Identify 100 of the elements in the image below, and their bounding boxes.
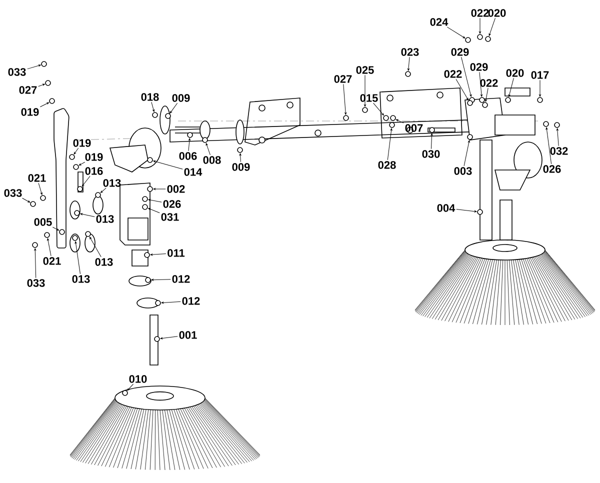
washer [95, 192, 101, 198]
leader-line [488, 18, 496, 36]
callout-number: 028 [378, 161, 396, 169]
callout-number: 021 [43, 257, 61, 265]
washer [142, 204, 148, 210]
leader-line [239, 153, 242, 162]
leader-line [546, 127, 552, 164]
leader-line [22, 198, 30, 203]
callout-number: 033 [4, 189, 22, 197]
washer [142, 196, 148, 202]
washer [343, 115, 349, 121]
leader-line [100, 188, 106, 193]
washer [85, 231, 91, 237]
callout-number: 013 [96, 215, 114, 223]
leader-line [396, 119, 404, 124]
washer [467, 100, 473, 106]
callout-number: 022 [471, 9, 489, 17]
callout-number: 010 [129, 375, 147, 383]
callout-number: 002 [167, 185, 185, 193]
leader-line [52, 226, 60, 231]
leader-line [80, 213, 95, 218]
leader-line [508, 78, 514, 97]
callout-number: 027 [334, 75, 352, 83]
callout-number: 017 [531, 71, 549, 79]
callout-number: 030 [422, 150, 440, 158]
callout-number: 019 [85, 153, 103, 161]
callout-number: 020 [488, 9, 506, 17]
washer [383, 115, 389, 121]
leader-line [464, 140, 470, 166]
callout-number: 003 [454, 167, 472, 175]
leader-line [38, 84, 45, 87]
leader-line [343, 84, 347, 115]
leader-line [27, 64, 41, 70]
callout-number: 015 [360, 94, 378, 102]
leader-line [160, 336, 178, 340]
callout-number: 033 [8, 68, 26, 76]
leader-line [364, 74, 366, 107]
washer [72, 235, 78, 241]
leader-line [170, 102, 178, 114]
callout-number: 023 [401, 48, 419, 56]
washer [147, 186, 153, 192]
callout-number: 012 [172, 275, 190, 283]
washer [44, 232, 50, 238]
leader-line [127, 384, 134, 391]
callout-number: 022 [480, 79, 498, 87]
washer [429, 127, 435, 133]
leader-line [446, 26, 466, 38]
leader-line [161, 301, 181, 304]
washer [485, 36, 491, 42]
callout-number: 012 [182, 297, 200, 305]
washer [122, 390, 128, 396]
leader-line [479, 18, 481, 34]
washer [69, 154, 75, 160]
washer [543, 121, 549, 127]
washer [32, 242, 38, 248]
callout-number: 029 [470, 63, 488, 71]
leader-line [34, 248, 36, 278]
leader-line [148, 199, 162, 202]
callout-number: 009 [172, 94, 190, 102]
callout-number: 006 [179, 152, 197, 160]
callout-number: 026 [163, 200, 181, 208]
callout-number: 016 [85, 167, 103, 175]
callout-number: 032 [550, 147, 568, 155]
leader-line [387, 128, 392, 160]
leader-line [151, 102, 155, 112]
callout-number: 022 [444, 70, 462, 78]
callout-number: 024 [430, 18, 448, 26]
callout-number: 004 [437, 204, 456, 212]
washer [479, 97, 485, 103]
washer [187, 132, 193, 138]
washer [477, 209, 483, 215]
washer [59, 229, 65, 235]
leader-line [373, 102, 384, 116]
callout-number: 026 [543, 165, 561, 173]
leader-line [461, 56, 472, 97]
washer [237, 147, 243, 153]
washer [144, 252, 150, 258]
callout-number: 009 [232, 163, 250, 171]
leader-line [47, 238, 52, 256]
washer [467, 134, 473, 140]
callout-number: 011 [168, 249, 185, 257]
callout-number: 014 [184, 168, 202, 176]
washer [165, 113, 171, 119]
washer [74, 210, 80, 216]
washer [147, 157, 153, 163]
washer [155, 300, 161, 306]
callout-number: 027 [19, 86, 37, 94]
washer [49, 98, 55, 104]
leader-line [556, 128, 559, 146]
callout-number: 025 [356, 66, 374, 74]
washer [154, 336, 160, 342]
callout-number: 019 [73, 139, 91, 147]
washer [362, 107, 368, 113]
leader-line [408, 56, 410, 71]
washer [477, 34, 483, 40]
callout-number: 005 [34, 218, 52, 226]
callout-number: 019 [21, 108, 39, 116]
callout-number: 013 [103, 179, 121, 187]
washer [505, 97, 511, 103]
washer [41, 61, 47, 67]
